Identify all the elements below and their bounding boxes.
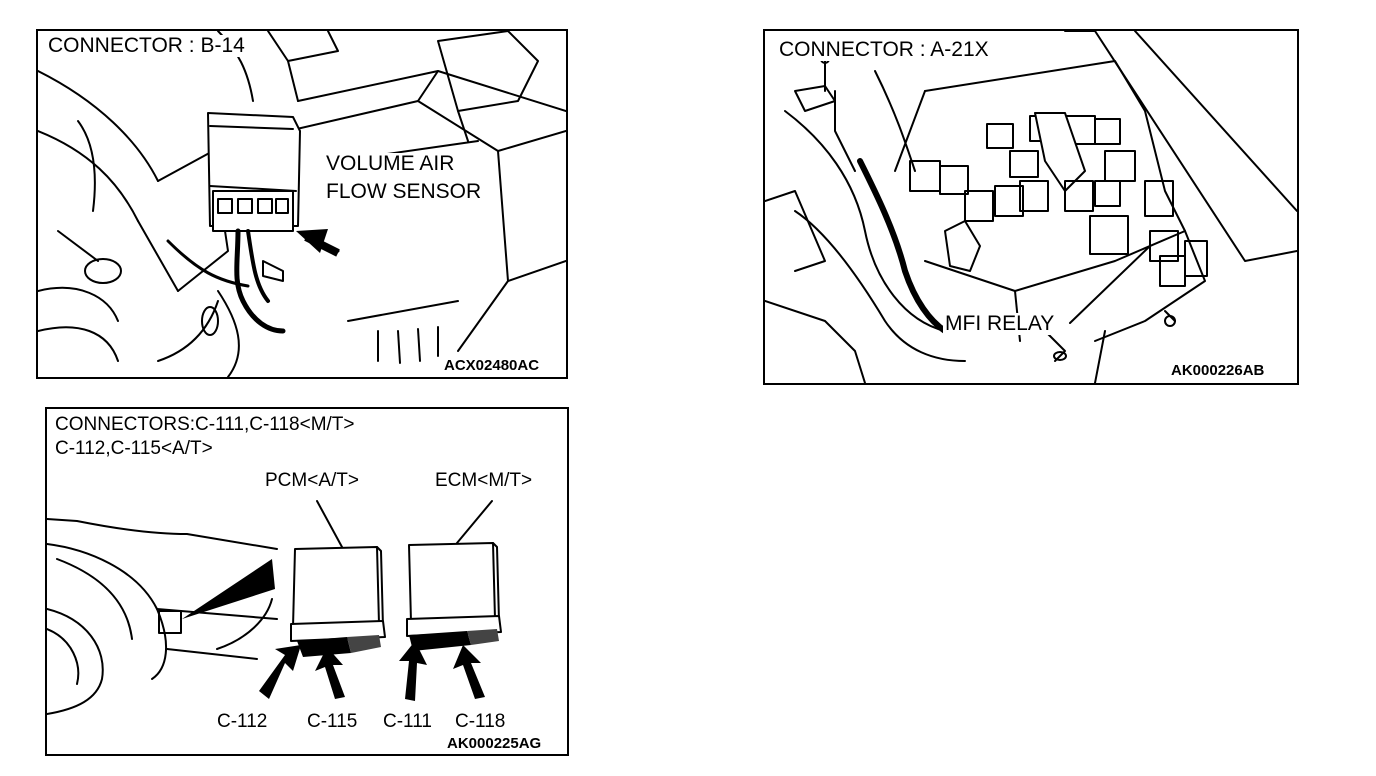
figure-code: AK000226AB <box>1169 362 1267 379</box>
panel-connector-a21x: CONNECTOR : A-21X MFI RELAY AK000226AB <box>763 29 1299 385</box>
connector-label-c111: C-111 <box>381 711 434 732</box>
figure-code: ACX02480AC <box>442 357 542 374</box>
volume-air-flow-sensor-illustration <box>38 31 566 377</box>
pointer-wedge <box>182 559 275 619</box>
panel-title-line2: C-112,C-115<A/T> <box>53 438 215 459</box>
panel-title: CONNECTOR : A-21X <box>777 38 991 61</box>
panel-connectors-pcm-ecm: CONNECTORS:C-111,C-118<M/T> C-112,C-115<… <box>45 407 569 756</box>
connector-arrows <box>259 641 485 701</box>
ecm-label: ECM<M/T> <box>433 470 535 491</box>
sensor-callout-line2: FLOW SENSOR <box>324 180 484 203</box>
mfi-relay-illustration <box>765 31 1297 383</box>
pcm-label: PCM<A/T> <box>263 470 361 491</box>
arrow-icon <box>399 641 427 701</box>
connector-label-c118: C-118 <box>453 711 508 732</box>
pcm-ecm-illustration <box>47 500 502 715</box>
sensor-callout-line1: VOLUME AIR <box>324 152 457 175</box>
connector-label-c115: C-115 <box>305 711 360 732</box>
panel-title-line1: CONNECTORS:C-111,C-118<M/T> <box>53 414 357 435</box>
relay-callout: MFI RELAY <box>943 312 1057 335</box>
arrow-icon <box>259 645 301 699</box>
figure-code: AK000225AG <box>445 735 544 752</box>
arrow-icon <box>453 645 485 699</box>
connector-label-c112: C-112 <box>215 711 270 732</box>
panel-connector-b14: CONNECTOR : B-14 VOLUME AIR FLOW SENSOR … <box>36 29 568 379</box>
arrow-icon <box>315 647 345 699</box>
panel-title: CONNECTOR : B-14 <box>46 34 247 57</box>
